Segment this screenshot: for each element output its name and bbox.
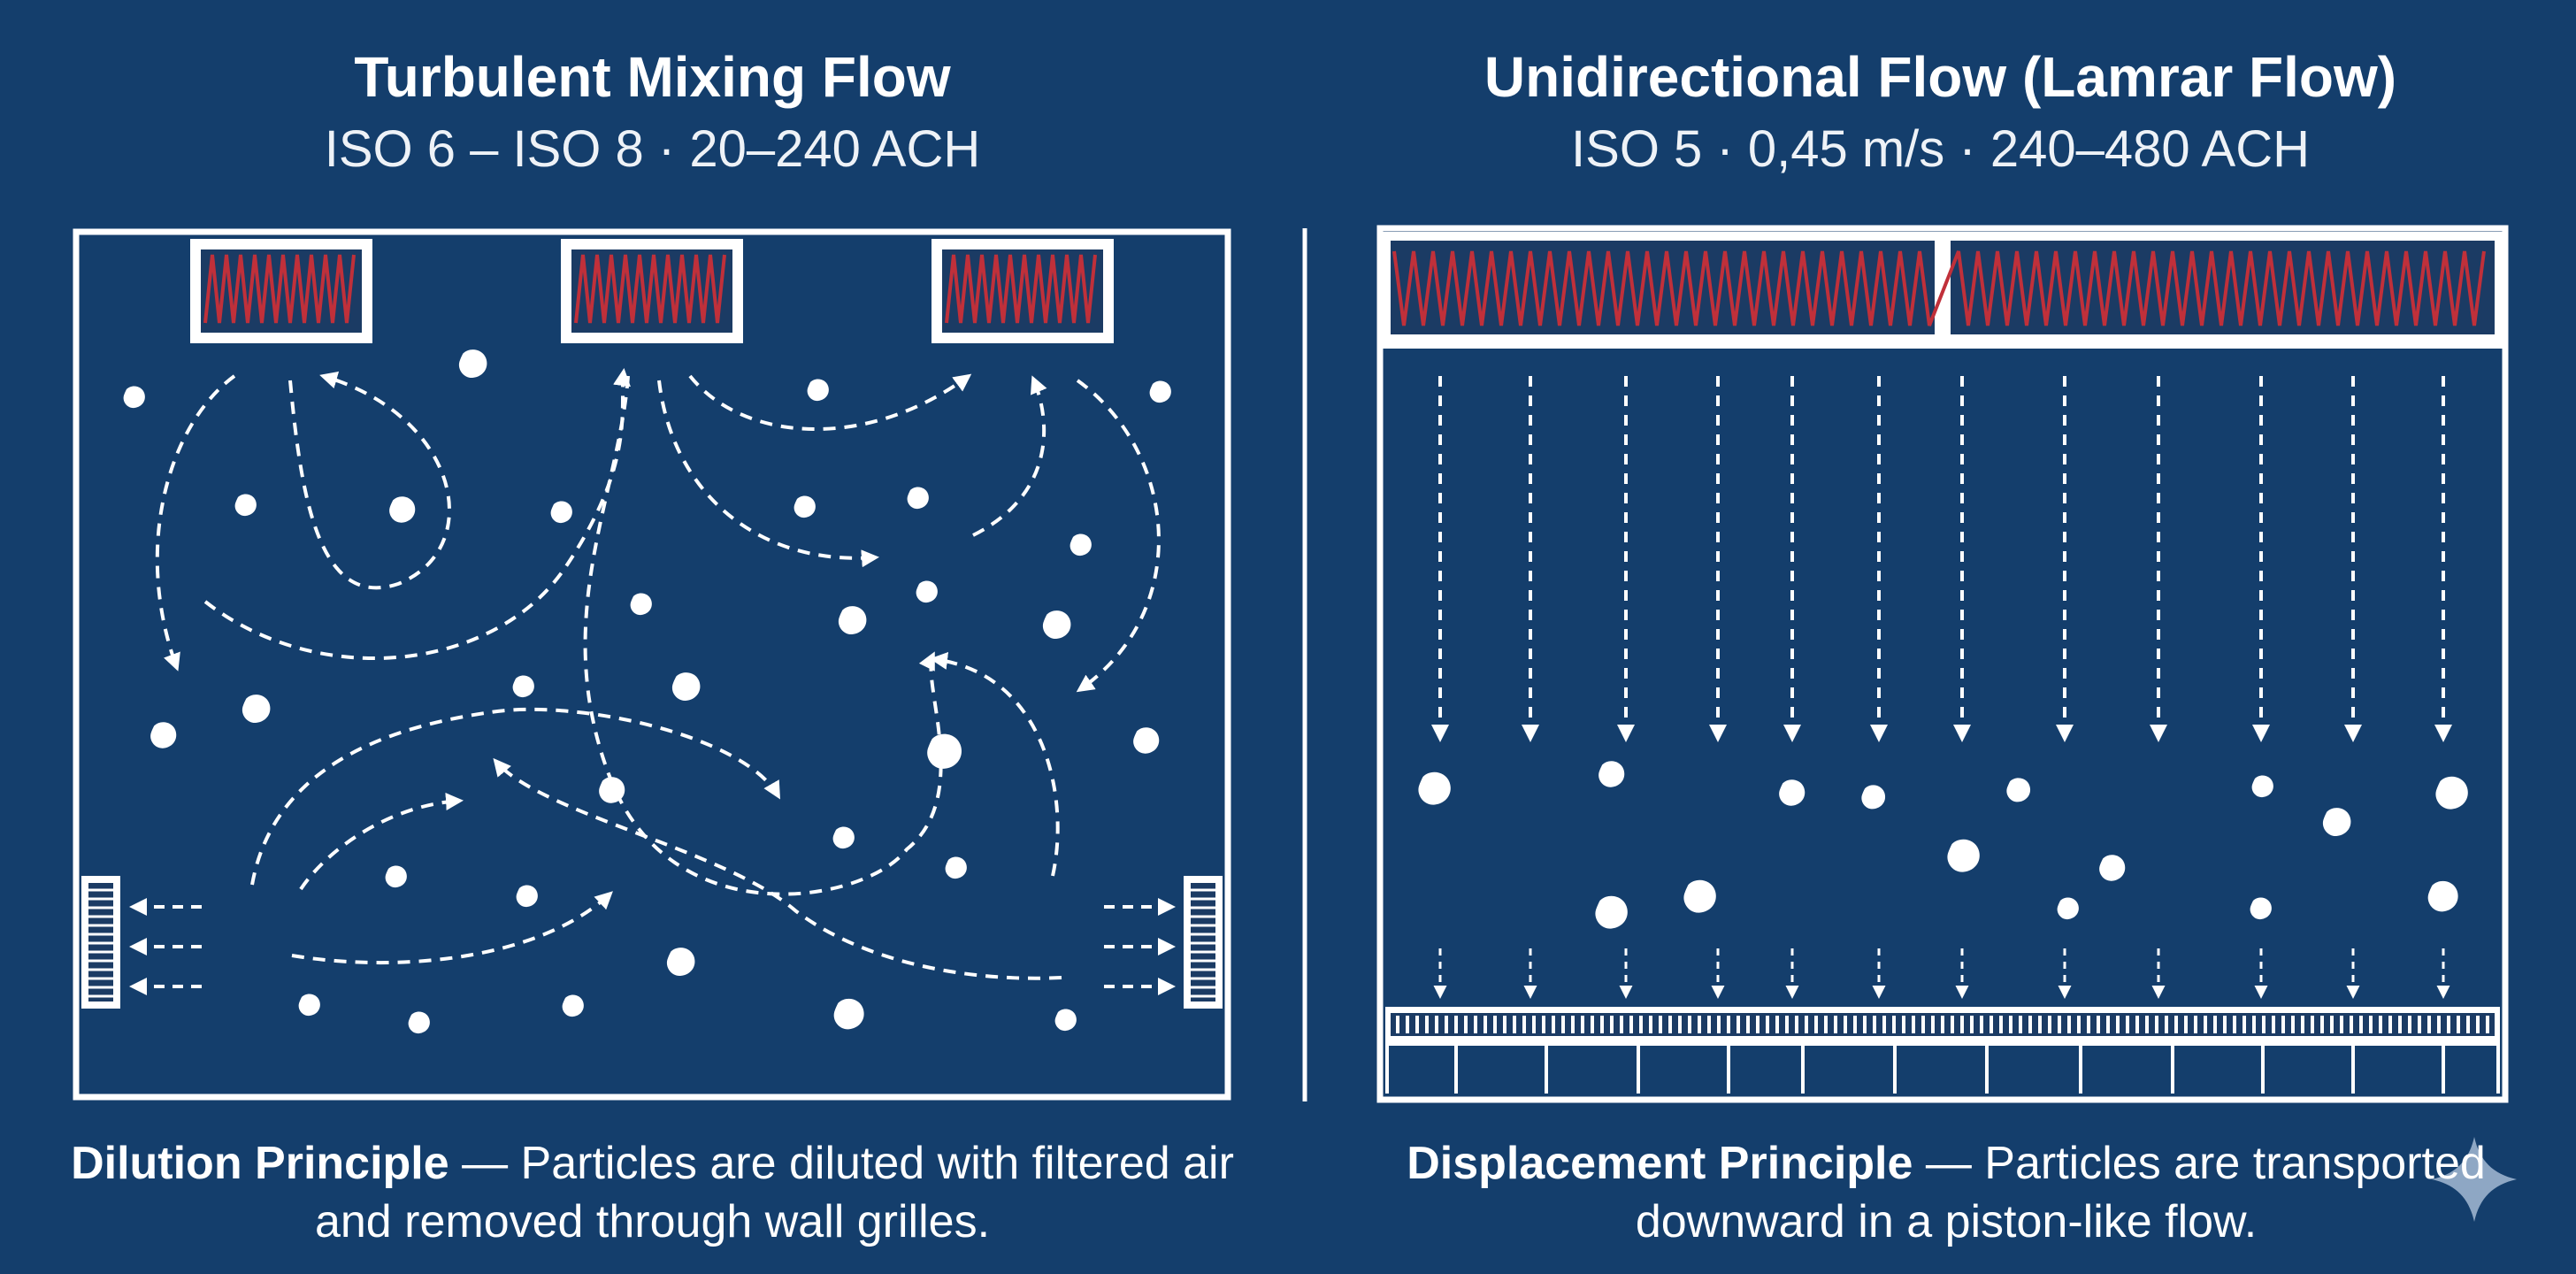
particle-icon (2057, 897, 2079, 920)
particle-icon (832, 826, 855, 849)
particle-icon (512, 675, 534, 698)
hepa-filter-icon (932, 239, 1114, 343)
turbulent-flow-paths (155, 368, 1161, 980)
left-panel-caption: Dilution Principle — Particles are dilut… (53, 1134, 1252, 1251)
hepa-filter-icon (561, 239, 743, 343)
particle-icon (807, 379, 829, 402)
particle-icon (2435, 776, 2468, 810)
particle-icon (2427, 880, 2458, 912)
particle-icon (408, 1011, 430, 1034)
floor-exhaust-arrows (1433, 948, 2450, 999)
particle-icon (234, 494, 257, 517)
right-caption-text: — Particles are transported downward in … (1635, 1138, 2486, 1247)
particle-icon (550, 501, 572, 524)
particle-icon (794, 495, 816, 518)
laminar-room (1376, 225, 2509, 1103)
particle-icon (150, 722, 177, 748)
particle-icon (516, 885, 538, 908)
particle-icon (1418, 771, 1451, 805)
particle-icon (1861, 785, 1886, 810)
particle-icon (562, 994, 584, 1017)
return-grille-icon (1184, 876, 1223, 1009)
particle-icon (1149, 380, 1171, 403)
particle-icon (458, 349, 487, 379)
right-caption-bold: Displacement Principle (1407, 1138, 1913, 1189)
particle-icon (298, 994, 320, 1017)
unidirectional-flow-arrows (1431, 376, 2452, 742)
perforated-floor (1385, 1007, 2500, 1094)
right-panel-subtitle: ISO 5 · 0,45 m/s · 240–480 ACH (1571, 120, 2310, 178)
particle-icon (833, 998, 864, 1030)
particle-icon (666, 948, 695, 977)
left-caption-bold: Dilution Principle (71, 1138, 449, 1189)
particle-icon (2099, 855, 2126, 881)
particle-icon (907, 487, 929, 510)
particle-icon (927, 733, 962, 769)
hepa-filter-icon (190, 239, 372, 343)
particle-icon (2251, 775, 2273, 798)
particle-group (123, 349, 1171, 1034)
left-panel-title: Turbulent Mixing Flow (354, 45, 951, 109)
particle-group (1418, 761, 2468, 929)
particle-icon (385, 865, 407, 888)
particle-icon (945, 856, 967, 879)
particle-icon (2250, 897, 2272, 920)
particle-icon (1042, 610, 1071, 640)
left-caption-text: — Particles are diluted with filtered ai… (314, 1138, 1234, 1247)
particle-icon (1054, 1009, 1077, 1032)
particle-icon (671, 672, 701, 702)
hepa-filter-icon (1383, 232, 2503, 349)
particle-icon (242, 695, 271, 724)
return-grille-icon (81, 876, 120, 1009)
exhaust-arrows (129, 898, 1176, 995)
turbulent-room (73, 228, 1231, 1101)
particle-icon (1595, 895, 1628, 929)
particle-icon (2322, 808, 2351, 837)
particle-icon (916, 580, 938, 603)
particle-icon (1779, 779, 1806, 806)
particle-icon (630, 593, 652, 616)
sparkle-icon (2432, 1137, 2517, 1222)
particle-icon (1133, 727, 1160, 754)
particle-icon (1683, 879, 1716, 913)
particle-icon (389, 496, 416, 523)
particle-icon (1947, 839, 1980, 872)
particle-icon (2006, 778, 2031, 802)
left-panel-subtitle: ISO 6 – ISO 8 · 20–240 ACH (324, 120, 981, 178)
particle-icon (123, 386, 145, 409)
right-panel-caption: Displacement Principle — Particles are t… (1371, 1134, 2521, 1251)
particle-icon (1598, 761, 1625, 787)
particle-icon (1070, 533, 1092, 556)
right-panel-title: Unidirectional Flow (Lamrar Flow) (1484, 45, 2397, 109)
particle-icon (838, 606, 867, 635)
